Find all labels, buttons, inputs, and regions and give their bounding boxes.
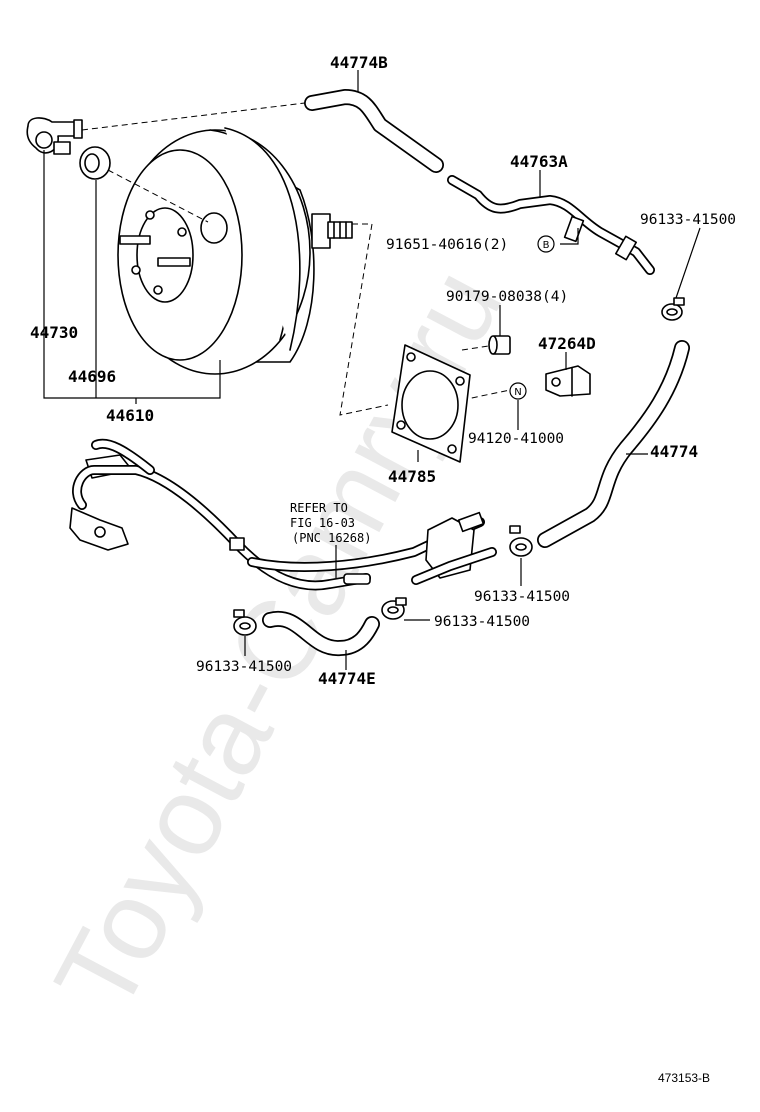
vacuum-pipe-assembly[interactable] [69,438,497,591]
grommet[interactable] [79,146,111,180]
hose-44774E[interactable] [262,610,380,656]
label-44774E[interactable]: 44774E [318,669,376,688]
clamp-44774E-right[interactable] [381,597,407,620]
label-44774[interactable]: 44774 [650,442,698,461]
clamp-left[interactable] [233,609,257,636]
label-44696[interactable]: 44696 [68,367,116,386]
label-44730[interactable]: 44730 [30,323,78,342]
refer-note-line3: (PNC 16268) [292,531,371,545]
ref-line-nut [461,344,496,351]
label-96133-clamp[interactable]: 96133-41500 [434,614,530,630]
brake-booster[interactable] [117,127,353,375]
gasket-44785[interactable] [391,344,471,463]
hose-44774B[interactable] [304,89,444,173]
label-44610[interactable]: 44610 [106,406,154,425]
label-90179[interactable]: 90179-08038(4) [446,289,568,305]
figure-reference: 473153-B [658,1071,710,1085]
clamp-mid[interactable] [509,525,533,557]
refer-note-line1: REFER TO [290,501,348,515]
label-44774B[interactable]: 44774B [330,53,388,72]
label-96133-left[interactable]: 96133-41500 [196,659,292,675]
refer-note-line2[interactable]: FIG 16-03 [290,516,355,530]
check-valve[interactable] [26,117,83,155]
symbol-n: N [514,387,521,398]
ref-line-gasket [339,223,389,416]
pipe-44763A[interactable] [447,175,655,275]
symbol-b: B [543,240,550,251]
hose-44774[interactable] [537,340,690,548]
label-96133-top[interactable]: 96133-41500 [640,212,736,228]
symbol-b-circle [537,235,555,253]
clamp-top[interactable] [661,297,685,321]
label-91651[interactable]: 91651-40616(2) [386,237,508,253]
label-44785[interactable]: 44785 [388,467,436,486]
ref-line-grommet [107,169,209,223]
nut-90179[interactable] [488,335,511,355]
bracket-47264D[interactable] [545,365,591,397]
label-47264D[interactable]: 47264D [538,334,596,353]
label-94120[interactable]: 94120-41000 [468,431,564,447]
label-96133-mid[interactable]: 96133-41500 [474,589,570,605]
symbol-n-circle [509,382,527,400]
ref-line-washer [461,389,511,401]
ref-line-valve [81,102,306,131]
label-44763A[interactable]: 44763A [510,152,568,171]
